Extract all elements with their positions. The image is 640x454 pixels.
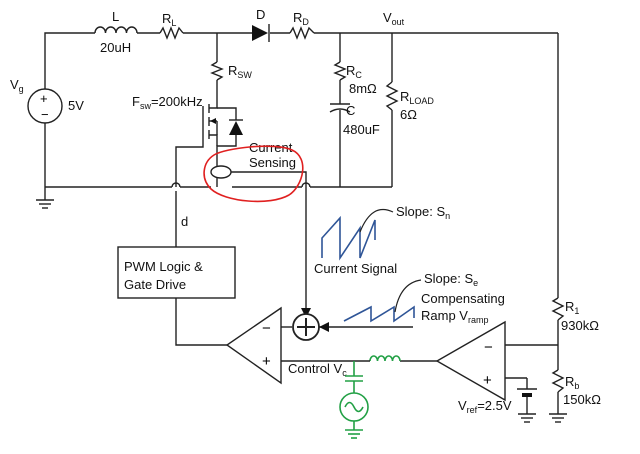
resistor-rb-symbol: [551, 369, 565, 393]
ac-perturbation-source: [339, 361, 369, 439]
ground-symbol-vg: [36, 187, 54, 209]
pwm-logic-box: [117, 246, 236, 299]
diode-symbol: [252, 24, 270, 42]
current-sensor-symbol: [210, 160, 311, 318]
vg-minus-sign: −: [41, 107, 49, 122]
resistor-rsw-symbol: [210, 61, 224, 81]
current-sensing-highlight-circle: [203, 145, 304, 203]
vref-battery-symbol: [517, 378, 537, 423]
inductor-symbol: [94, 26, 138, 34]
compensating-ramp-waveform: [343, 305, 415, 323]
vg-plus-sign: +: [40, 91, 48, 106]
bottom-rail-wires: [45, 182, 392, 188]
r1-name: R1: [565, 299, 579, 316]
vref-label: Vref=2.5V: [458, 398, 512, 415]
pwm-comp-minus: −: [262, 320, 271, 337]
resistor-rd-symbol: [289, 26, 315, 40]
capacitor-branch: [329, 33, 351, 187]
pwm-comp-plus: +: [262, 353, 271, 370]
fsw-label: Fsw=200kHz: [132, 94, 203, 111]
resistor-rd-name: RD: [293, 10, 309, 27]
slope-sn-label: Slope: Sn: [396, 204, 450, 221]
ramp-input-wire: [319, 322, 413, 332]
perturbation-inductor-symbol: [369, 355, 401, 362]
load-resistor-branch: [385, 33, 399, 187]
comp-ramp-label-1: Compensating: [421, 291, 505, 306]
diode-name: D: [256, 7, 265, 22]
rload-value: 6Ω: [400, 107, 417, 122]
duty-label: d: [181, 214, 188, 229]
capacitor-name: C: [346, 103, 355, 118]
slope-se-label: Slope: Se: [424, 271, 478, 288]
rc-name: RC: [346, 63, 362, 80]
inductor-value: 20uH: [100, 40, 131, 55]
rload-name: RLOAD: [400, 89, 434, 106]
current-signal-label: Current Signal: [314, 261, 397, 276]
current-signal-waveform: [321, 215, 376, 261]
inductor-name: L: [112, 9, 119, 24]
error-amp-minus: −: [484, 339, 493, 356]
slope-se-pointer: [394, 279, 422, 313]
voltage-source-vg: + −: [27, 85, 63, 187]
error-amp-plus: +: [483, 372, 492, 389]
rsw-name: RSW: [228, 63, 252, 80]
r1-value: 930kΩ: [561, 318, 599, 333]
vg-value: 5V: [68, 98, 84, 113]
pwm-comparator: − +: [175, 298, 292, 385]
mosfet-symbol: [175, 100, 243, 187]
resistor-r1-symbol: [551, 297, 565, 321]
pwm-logic-label-1: PWM Logic &: [124, 259, 203, 274]
rc-value: 8mΩ: [349, 81, 377, 96]
ground-symbol-rb: [549, 392, 567, 423]
rb-name: Rb: [565, 374, 579, 391]
comp-ramp-label-2: Ramp Vramp: [421, 308, 488, 325]
summing-junction: [292, 313, 320, 341]
capacitor-value: 480uF: [343, 122, 380, 137]
control-voltage-label: Control Vc: [288, 361, 347, 378]
pwm-logic-label-2: Gate Drive: [124, 277, 186, 292]
resistor-rl-name: RL: [162, 11, 176, 28]
current-sensing-label-1: Current: [249, 140, 293, 155]
slope-sn-pointer: [359, 208, 394, 233]
error-amplifier: − +: [435, 320, 558, 402]
current-sensing-label-2: Sensing: [249, 155, 296, 170]
vg-name: Vg: [10, 77, 24, 94]
resistor-rl-symbol: [159, 26, 184, 40]
vout-label: Vout: [383, 10, 405, 27]
rb-value: 150kΩ: [563, 392, 601, 407]
